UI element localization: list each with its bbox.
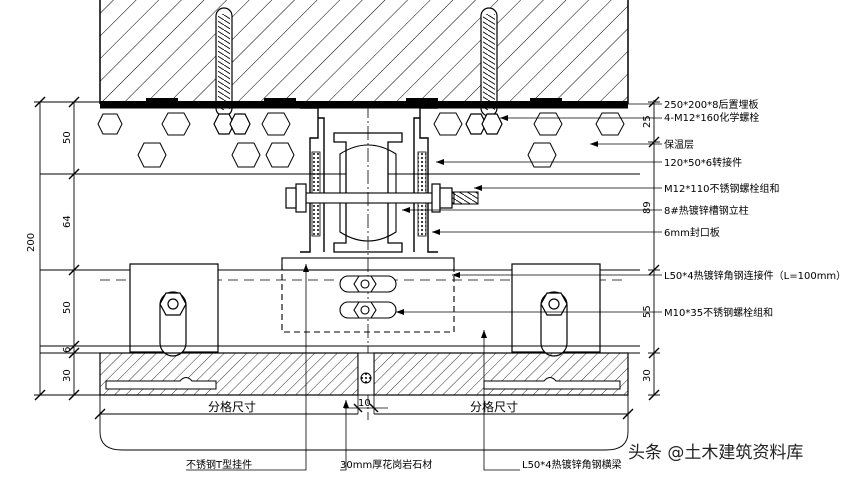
label-t-hanger: 不锈钢T型挂件: [186, 458, 252, 471]
callout-anchor-bolt: 4-M12*160化学螺栓: [664, 111, 759, 124]
dim-30-right: 30: [642, 369, 653, 382]
dim-200: 200: [26, 233, 37, 252]
module-size-dimension: [94, 395, 634, 420]
bolt-nut-left: [213, 113, 251, 135]
module-size-right-label: 分格尺寸: [470, 399, 518, 414]
callout-channel-column: 8#热镀锌槽钢立柱: [664, 204, 749, 217]
left-dimension-chain: [34, 96, 100, 401]
callout-arrows: [396, 101, 598, 315]
bottom-leaders: [186, 264, 520, 471]
callout-embedded-plate: 250*200*8后置埋板: [664, 98, 759, 111]
callout-angle-connector: L50*4热镀锌角钢连接件（L=100mm）: [664, 269, 846, 282]
chemical-anchor-bolt-left: [215, 7, 233, 117]
joint-width-label: 10: [358, 398, 371, 409]
dim-64: 64: [62, 215, 73, 228]
m12-through-bolt: [285, 183, 479, 213]
callout-insulation: 保温层: [664, 138, 694, 151]
transfer-bracket: [300, 107, 438, 253]
dim-50-top: 50: [62, 131, 73, 144]
module-size-left-label: 分格尺寸: [208, 399, 256, 414]
joint-sealant: [344, 352, 388, 414]
dim-6: 6: [62, 347, 73, 353]
bottom-bracket-curve: [99, 420, 629, 451]
bolt-nut-right: [465, 113, 503, 135]
callout-m12-bolt: M12*110不锈钢螺栓组和: [664, 182, 779, 195]
concrete-wall: [99, 0, 629, 104]
bottom-arrows: [303, 264, 487, 408]
chemical-anchor-bolt-right: [480, 7, 498, 117]
dim-50-mid: 50: [62, 301, 73, 314]
watermark: 头条 @土木建筑资料库: [628, 443, 803, 463]
label-granite: 30mm厚花岗岩石材: [340, 458, 432, 471]
right-dimension-chain: [648, 96, 660, 401]
granite-panel-right: [373, 352, 629, 396]
m10-bolts: [339, 275, 397, 319]
callout-m10-bolt: M10*35不锈钢螺栓组和: [664, 306, 773, 319]
granite-panel-left: [99, 352, 359, 396]
label-angle-beam: L50*4热镀锌角钢横梁: [522, 458, 622, 471]
dim-30-left: 30: [62, 369, 73, 382]
callout-transfer-bracket: 120*50*6转接件: [664, 156, 742, 169]
t-hanger-left: [129, 263, 219, 357]
callout-cover-plate: 6mm封口板: [664, 226, 720, 239]
callout-leaders: [396, 103, 662, 313]
dim-89: 89: [642, 201, 653, 214]
dim-25: 25: [642, 115, 653, 128]
t-hanger-right: [511, 263, 601, 357]
embedded-plate: [100, 98, 628, 108]
